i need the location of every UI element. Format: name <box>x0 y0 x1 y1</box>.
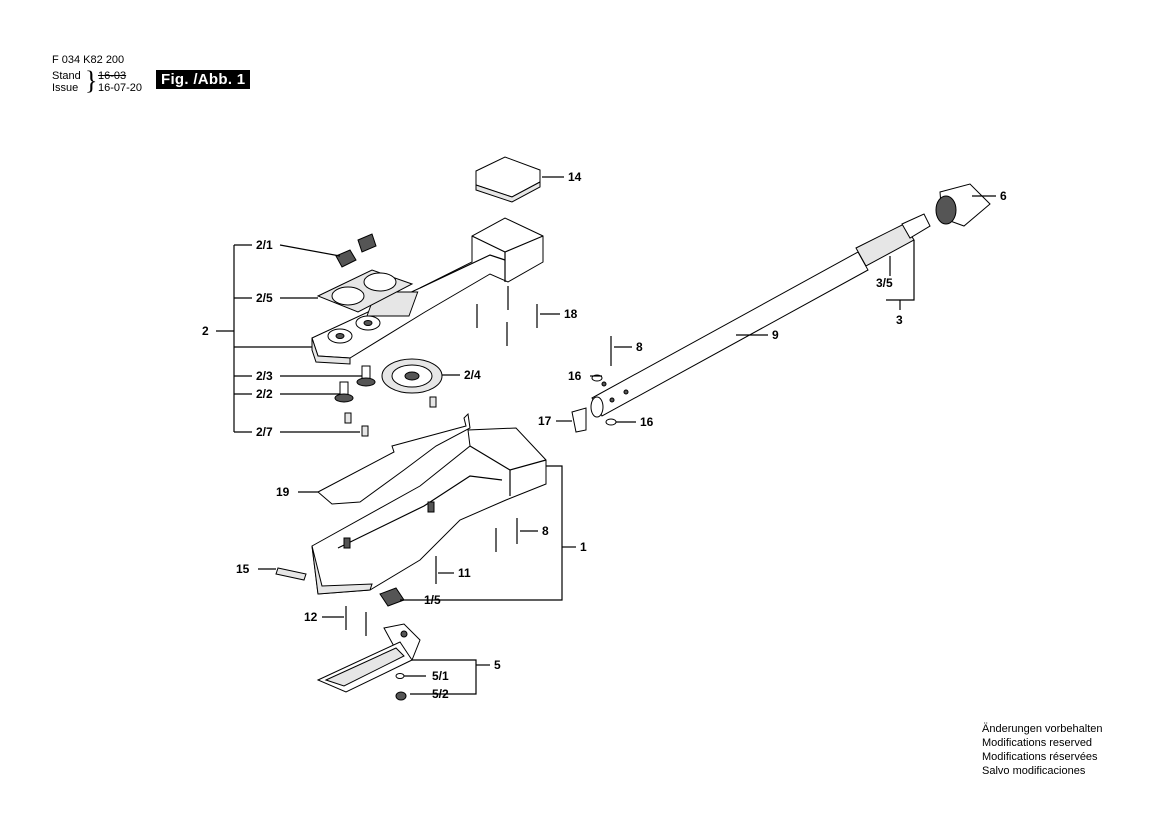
old-date: 16-03 <box>98 70 127 82</box>
part-5-1-washer <box>395 673 405 679</box>
part-2-5-foil <box>316 269 414 313</box>
callout-19: 19 <box>276 485 290 499</box>
callout-11: 11 <box>458 566 471 580</box>
part-2-4-speaker <box>381 358 443 394</box>
callout-2-2: 2/2 <box>256 387 273 401</box>
part-1-5-clip <box>379 587 405 607</box>
part-3-5-connector <box>855 213 931 267</box>
part-16-washer <box>605 418 617 426</box>
callout-15: 15 <box>236 562 250 576</box>
callout-12: 12 <box>304 610 318 624</box>
callout-6: 6 <box>1000 189 1007 203</box>
callout-9: 9 <box>772 328 779 342</box>
part-19-plate <box>317 412 471 505</box>
part-2-1-knobs <box>335 233 377 268</box>
callout-2-1: 2/1 <box>256 238 273 252</box>
callout-18: 18 <box>564 307 578 321</box>
issue-label: Issue <box>52 82 79 94</box>
spacer-icon <box>429 396 437 408</box>
callout-2-5: 2/5 <box>256 291 273 305</box>
callout-8-upper: 8 <box>636 340 643 354</box>
part-18-screws <box>476 286 538 346</box>
modifications-notes: Änderungen vorbehalten Modifications res… <box>982 722 1102 778</box>
callout-14: 14 <box>568 170 582 184</box>
part-2-upper-housing <box>311 217 544 365</box>
brace-icon: } <box>85 66 98 95</box>
callout-5: 5 <box>494 658 501 672</box>
part-17-clip <box>571 407 587 433</box>
note-de: Änderungen vorbehalten <box>982 723 1103 735</box>
callout-17: 17 <box>538 414 552 428</box>
callout-2-7: 2/7 <box>256 425 273 439</box>
part-2-2-potentiometer <box>334 381 354 403</box>
callout-5-2: 5/2 <box>432 687 449 701</box>
part-5-bracket <box>316 623 421 693</box>
callout-16-upper: 16 <box>568 369 582 383</box>
note-fr: Modifications réservées <box>982 751 1098 763</box>
stand-label: Stand <box>52 70 81 82</box>
callout-5-1: 5/1 <box>432 669 449 683</box>
part-number: F 034 K82 200 <box>52 54 125 66</box>
part-2-7-spacer <box>361 425 369 437</box>
callout-3-5: 3/5 <box>876 276 893 290</box>
callout-2-3: 2/3 <box>256 369 273 383</box>
callout-2-4: 2/4 <box>464 368 481 382</box>
part-5-2-foot <box>395 691 407 701</box>
note-en: Modifications reserved <box>982 737 1093 749</box>
part-9-tube <box>590 251 869 418</box>
callout-8-lower: 8 <box>542 524 549 538</box>
part-15-label <box>275 567 307 581</box>
callout-1: 1 <box>580 540 587 554</box>
callout-2: 2 <box>202 324 209 338</box>
leader-lines <box>216 176 996 695</box>
part-2-3-potentiometer <box>356 365 376 387</box>
part-6-cap <box>935 183 991 227</box>
spacer-icon <box>344 412 352 424</box>
callout-16-lower: 16 <box>640 415 654 429</box>
callout-3: 3 <box>896 313 903 327</box>
figure-label: Fig. /Abb. 1 <box>156 70 251 89</box>
new-date: 16-07-20 <box>98 82 143 94</box>
callout-1-5: 1/5 <box>424 593 441 607</box>
part-14-lid <box>475 156 541 203</box>
part-1-lower-housing <box>311 427 547 595</box>
note-es: Salvo modificaciones <box>982 765 1086 777</box>
